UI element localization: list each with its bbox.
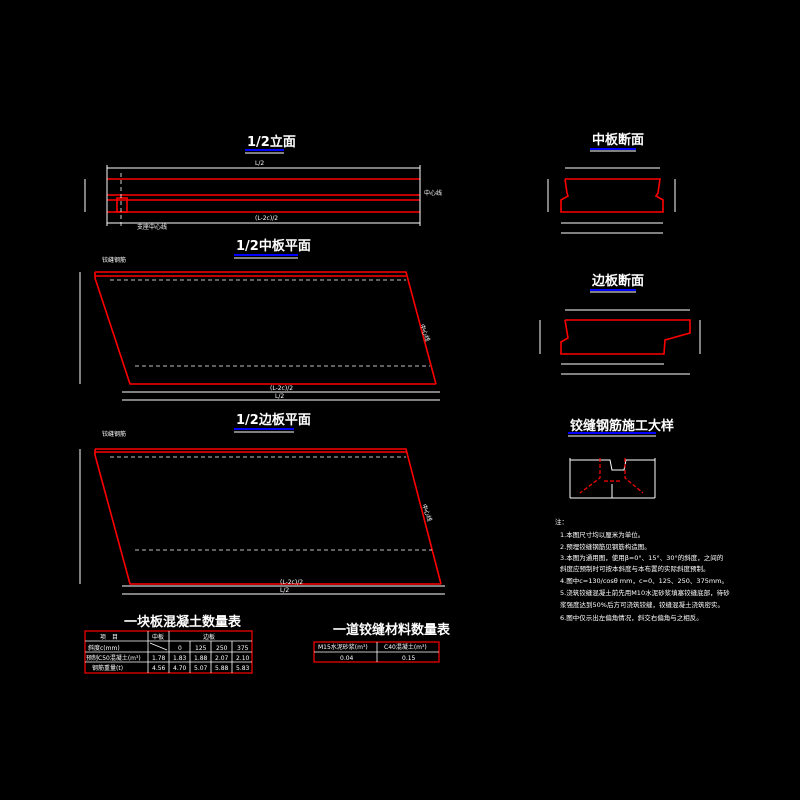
mid-plan-center-label: 中心线 xyxy=(418,323,432,343)
mid-plate-section: 中板断面 xyxy=(547,132,676,234)
note-item: 浆强度达到50%后方可浇筑铰缝，铰缝混凝土浇筑密实。 xyxy=(560,600,724,609)
concrete-table-title: 一块板混凝土数量表 xyxy=(124,614,242,630)
note-item: 5.浇筑铰缝混凝土前先用M10水泥砂浆填塞铰缝底部，待砂 xyxy=(560,588,730,597)
table-cell: 0.15 xyxy=(402,655,416,662)
mid-plan-dim-net: (L-2c)/2 xyxy=(270,385,293,392)
header-mortar: M15水泥砂浆(m³) xyxy=(318,643,368,651)
note-item: 3.本图为通用图，使用β=0°、15°、30°的斜度，之间的 xyxy=(560,553,724,562)
note-item: 2.预埋铰缝钢筋见钢筋构造图。 xyxy=(560,542,651,551)
table-cell: 375 xyxy=(237,645,249,652)
header-mid: 中板 xyxy=(152,633,164,641)
note-item: 斜度应预制时可按本斜度与本布置的实际斜度预制。 xyxy=(560,564,710,573)
mid-plan-dim-span: L/2 xyxy=(275,393,284,400)
header-concrete: C40混凝土(m³) xyxy=(384,643,427,651)
dim-half-net: (L-2c)/2 xyxy=(255,215,278,222)
edge-plan-dim-net: (L-2c)/2 xyxy=(280,579,303,586)
edge-plan-title: 1/2边板平面 xyxy=(236,412,311,428)
table-cell: 2.10 xyxy=(236,655,250,662)
concrete-quantity-table: 一块板混凝土数量表 项 目 中板 边板 斜度c(mm) 0 125 250 37… xyxy=(84,614,253,674)
notes-heading: 注： xyxy=(555,517,568,526)
table-cell: 1.88 xyxy=(194,655,208,662)
hinge-table-title: 一道铰缝材料数量表 xyxy=(333,622,451,638)
header-edge: 边板 xyxy=(203,633,215,641)
edge-plan-dim-span: L/2 xyxy=(280,587,289,594)
table-cell: 1.83 xyxy=(173,655,187,662)
table-cell: 250 xyxy=(216,645,228,652)
header-item: 项 目 xyxy=(100,634,118,641)
edge-plate-section: 边板断面 xyxy=(539,273,701,375)
edge-section-title: 边板断面 xyxy=(591,273,644,289)
table-cell: 0.04 xyxy=(340,655,354,662)
table-cell: 0 xyxy=(178,645,182,652)
hinge-rebar-label-edge: 铰缝钢筋 xyxy=(102,430,126,438)
table-cell: 125 xyxy=(195,645,207,652)
table-cell: 5.07 xyxy=(194,665,208,672)
note-item: 6.图中仅示出左偏角情况，斜交右偏角与之相反。 xyxy=(560,613,703,622)
table-cell: 1.78 xyxy=(152,655,166,662)
hinge-material-table: 一道铰缝材料数量表 M15水泥砂浆(m³) C40混凝土(m³) 0.04 0.… xyxy=(313,622,451,663)
hinge-rebar-detail: 铰缝钢筋施工大样 xyxy=(568,418,674,499)
table-cell: 5.83 xyxy=(236,665,250,672)
row-label: 预制C50混凝土(m³) xyxy=(86,654,141,662)
hinge-detail-title: 铰缝钢筋施工大样 xyxy=(570,418,674,434)
mid-plan-title: 1/2中板平面 xyxy=(236,238,311,254)
bearing-center-label: 支座中心线 xyxy=(137,223,167,231)
table-cell: 4.56 xyxy=(152,665,166,672)
elevation-title: 1/2立面 xyxy=(247,134,296,150)
notes: 注： 1.本图尺寸均以厘米为单位。 2.预埋铰缝钢筋见钢筋构造图。 3.本图为通… xyxy=(555,517,730,622)
half-mid-plate-plan: 1/2中板平面 铰缝钢筋 (L-2c)/2 L/2 中心线 xyxy=(79,238,440,401)
half-edge-plate-plan: 1/2边板平面 铰缝钢筋 (L-2c)/2 L/2 中心线 xyxy=(79,412,445,595)
hinge-rebar-label-mid: 铰缝钢筋 xyxy=(102,256,126,264)
row-label: 钢筋重量(t) xyxy=(92,664,123,672)
dim-half-span: L/2 xyxy=(255,160,264,167)
table-cell: 5.88 xyxy=(215,665,229,672)
note-item: 1.本图尺寸均以厘米为单位。 xyxy=(560,530,644,539)
table-cell: 2.07 xyxy=(215,655,229,662)
note-item: 4.图中c=130/cosθ mm，c=0、125、250、375mm。 xyxy=(560,576,728,585)
half-elevation-view: 1/2立面 L/2 (L-2c)/2 支座中心线 中心线 xyxy=(84,134,442,231)
center-line-label: 中心线 xyxy=(424,189,442,197)
row-label: 斜度c(mm) xyxy=(88,644,120,652)
mid-section-title: 中板断面 xyxy=(592,132,644,148)
table-cell: 4.70 xyxy=(173,665,187,672)
